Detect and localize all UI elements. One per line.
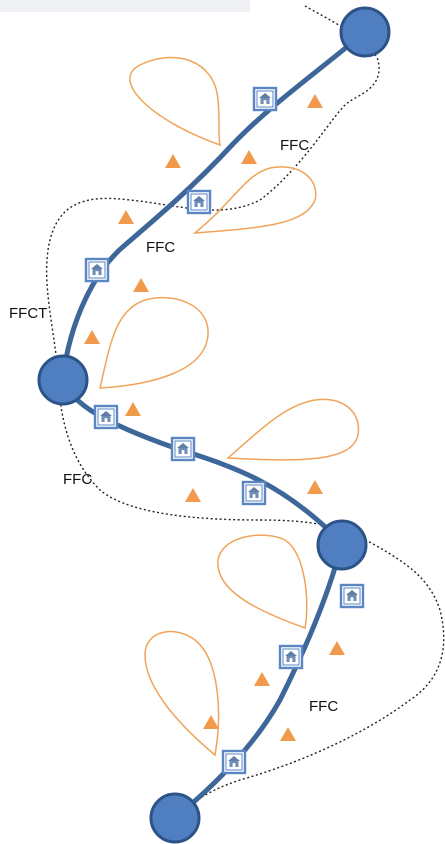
- triangle-marker: [185, 488, 201, 502]
- node-3: [316, 519, 368, 571]
- house-icon: [170, 436, 196, 462]
- node-1: [339, 6, 391, 58]
- house-icon: [241, 480, 267, 506]
- triangle-marker: [165, 154, 181, 168]
- label-ffc-bottom: FFC: [309, 698, 338, 715]
- label-ffc-top: FFC: [280, 137, 309, 154]
- triangle-marker: [254, 672, 270, 686]
- coverage-boundary: [45, 5, 445, 816]
- triangle-markers: [84, 94, 345, 741]
- house-icon: [186, 189, 212, 215]
- house-icon: [93, 404, 119, 430]
- triangle-marker: [307, 480, 323, 494]
- loop-6: [144, 630, 220, 757]
- triangle-marker: [241, 150, 257, 164]
- triangle-marker: [125, 402, 141, 416]
- house-icon: [84, 257, 110, 283]
- loop-3: [99, 296, 209, 389]
- label-ffct: FFCT: [9, 305, 47, 322]
- triangle-marker: [84, 330, 100, 344]
- loop-2: [192, 166, 317, 234]
- label-ffc-mid: FFC: [146, 239, 175, 256]
- triangle-marker: [118, 210, 134, 224]
- triangle-marker: [307, 94, 323, 108]
- loop-5: [217, 534, 308, 630]
- loop-1: [129, 56, 221, 147]
- house-icon: [339, 583, 365, 609]
- loops: [99, 56, 360, 757]
- triangle-marker: [329, 641, 345, 655]
- house-icon: [252, 86, 278, 112]
- node-2: [37, 354, 89, 406]
- house-icon: [278, 644, 304, 670]
- node-4: [149, 792, 201, 844]
- triangle-marker: [280, 727, 296, 741]
- nodes: [37, 6, 391, 844]
- label-ffc-lower: FFC: [63, 471, 92, 488]
- top-faded-bar: [0, 0, 250, 12]
- triangle-marker: [133, 278, 149, 292]
- loop-4: [226, 398, 360, 461]
- house-icon: [221, 749, 247, 775]
- triangle-marker: [203, 715, 219, 729]
